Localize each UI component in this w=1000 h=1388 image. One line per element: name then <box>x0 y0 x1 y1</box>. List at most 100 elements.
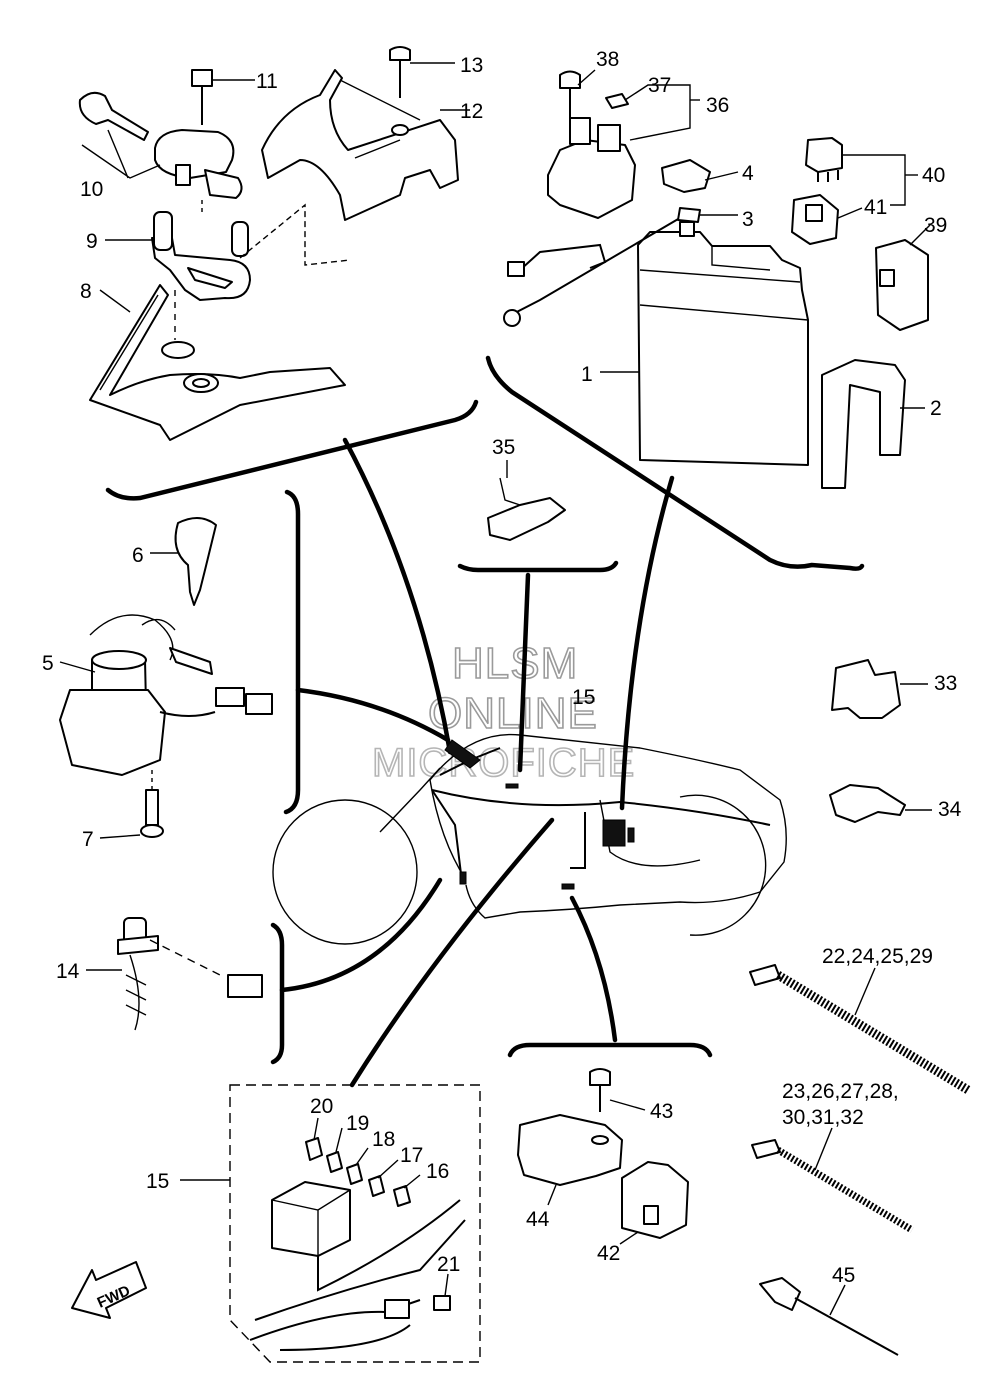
leader-clip-35 <box>517 572 531 773</box>
fuse-20 <box>305 1137 323 1161</box>
sensor-cover-44 <box>517 1114 623 1186</box>
callout-19: 19 <box>346 1112 369 1135</box>
bracket-top-left <box>105 399 479 501</box>
key-10 <box>78 91 149 141</box>
callout-34: 34 <box>938 798 962 821</box>
callout-leaders-battery <box>577 69 931 409</box>
motorcycle-silhouette <box>272 733 787 945</box>
clip-35 <box>487 497 566 541</box>
bracket-top-right <box>485 355 865 571</box>
callout-6: 6 <box>132 544 144 567</box>
callout-16: 16 <box>426 1160 449 1183</box>
callout-18: 18 <box>372 1128 395 1151</box>
bolt-43 <box>589 1068 611 1086</box>
callout-41: 41 <box>864 196 887 219</box>
callout-36: 36 <box>706 94 729 117</box>
watermark-line1: HLSM <box>452 639 578 688</box>
bracket-slot <box>187 267 233 289</box>
callout-15-top: 15 <box>572 686 595 709</box>
part-clamp-33 <box>831 659 928 719</box>
callout-37: 37 <box>648 74 671 97</box>
callout-15: 15 <box>146 1170 169 1193</box>
callout-leaders-main-switch <box>59 552 178 839</box>
fuse-box-group <box>180 1084 481 1363</box>
screw-7 <box>145 789 159 826</box>
starter-relay-36 <box>547 139 636 219</box>
battery-lead <box>519 243 607 271</box>
callout-2: 2 <box>930 397 942 420</box>
harness-fork <box>431 789 463 883</box>
callout-33: 33 <box>934 672 957 695</box>
callout-21: 21 <box>437 1253 460 1276</box>
callout-14: 14 <box>56 960 80 983</box>
watermark-line3: MICROFICHE <box>372 741 635 785</box>
bracket-post2 <box>231 221 249 257</box>
callout-4: 4 <box>742 162 754 185</box>
fuse-19 <box>326 1151 343 1173</box>
fuse-box <box>271 1181 351 1257</box>
leader-switch-14 <box>279 877 443 993</box>
callout-23-group-line1: 23,26,27,28, <box>782 1080 899 1103</box>
handlebar <box>379 767 441 833</box>
key-6 <box>174 517 217 606</box>
part-switch-14 <box>86 917 263 1031</box>
tie-45-strap <box>794 1297 899 1356</box>
callout-45: 45 <box>832 1264 855 1287</box>
relay-marker <box>627 827 635 843</box>
bracket-post1 <box>153 211 173 251</box>
leader-lines <box>279 437 675 1088</box>
bracket-clip-35 <box>457 560 619 573</box>
engine-outline <box>599 799 701 867</box>
callout-12: 12 <box>460 100 483 123</box>
part-handlebar-cover-assembly <box>78 46 459 441</box>
callout-20: 20 <box>310 1095 333 1118</box>
screw-11-head <box>191 69 213 87</box>
bracket-left <box>283 489 301 815</box>
callout-numbers: 1 2 3 4 5 6 7 8 9 10 11 12 13 14 15 15 1… <box>42 48 962 1287</box>
fwd-arrow: FWD <box>71 1261 147 1319</box>
watermark: HLSM ONLINE MICROFICHE <box>371 638 635 786</box>
callout-3: 3 <box>742 208 754 231</box>
leader-sensor <box>569 895 618 1043</box>
callout-7: 7 <box>82 828 94 851</box>
lower-cover <box>89 284 346 441</box>
fuse-37 <box>605 93 629 109</box>
switch-wire <box>159 711 216 717</box>
main-switch-body-5 <box>59 689 166 776</box>
sensor-42 <box>621 1161 689 1239</box>
part-sensor-group <box>517 1068 689 1245</box>
body-outline <box>429 733 787 919</box>
tie-23-head <box>751 1139 781 1159</box>
callout-11: 11 <box>256 70 278 93</box>
callout-42: 42 <box>597 1242 620 1265</box>
part-main-switch <box>59 517 273 838</box>
rear-wheel <box>679 794 767 936</box>
callout-10: 10 <box>80 178 103 201</box>
callout-38: 38 <box>596 48 619 71</box>
fuse-16 <box>393 1185 411 1207</box>
callout-5: 5 <box>42 652 54 675</box>
leader-main-switch <box>295 687 451 743</box>
callout-35: 35 <box>492 436 515 459</box>
fuse-17 <box>368 1175 385 1197</box>
upper-cover-12 <box>261 69 459 221</box>
tie-23-strap <box>776 1146 914 1234</box>
cable-ties <box>749 964 971 1356</box>
key-in-switch <box>169 647 213 675</box>
callout-23-group-line2: 30,31,32 <box>782 1106 864 1129</box>
switch-body-10 <box>154 129 235 179</box>
callout-22-group: 22,24,25,29 <box>822 945 933 968</box>
fuse-harness <box>317 1199 461 1292</box>
leader-top-left <box>342 437 453 755</box>
watermark-line2: ONLINE <box>428 689 598 738</box>
terminal-cover-4 <box>661 159 711 193</box>
fuse-group-outline <box>229 1084 481 1363</box>
wire-harness-on-bike <box>431 789 771 826</box>
bracket-left-lower <box>270 922 285 1065</box>
callout-leaders-top-left <box>81 62 470 313</box>
fwd-arrow-shape <box>71 1261 147 1319</box>
part-battery-assembly <box>503 70 929 489</box>
ignition-marker <box>444 739 481 769</box>
callout-1: 1 <box>581 363 593 386</box>
